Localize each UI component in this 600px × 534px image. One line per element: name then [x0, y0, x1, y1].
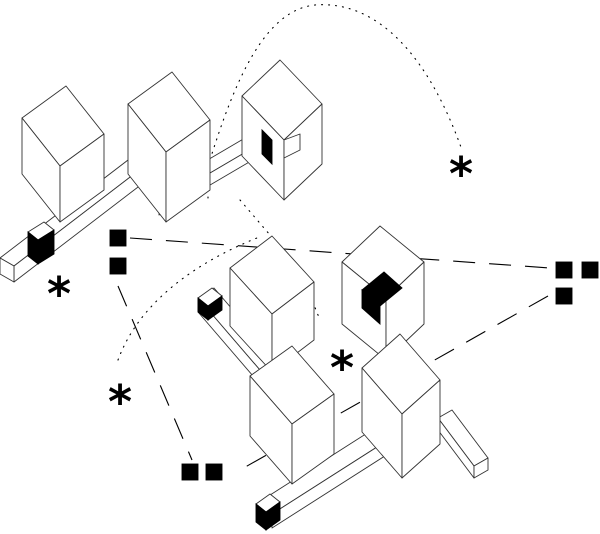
slot-notch: [283, 133, 301, 159]
inset-black-face: [361, 288, 381, 326]
asterisk-mark: *: [449, 147, 473, 201]
marker-square: [555, 287, 573, 305]
marker-square: [181, 463, 199, 481]
asterisk-mark: *: [47, 267, 71, 321]
lower-block-front-left: [249, 345, 335, 485]
marker-square: [109, 229, 127, 247]
lower-cluster: [197, 225, 489, 531]
lower-black-cube-left: [197, 287, 223, 321]
upper-block-middle: [127, 71, 211, 223]
lower-black-cube-bottom: [255, 493, 281, 531]
upper-cluster: [0, 59, 323, 283]
asterisk-mark: *: [330, 341, 354, 395]
marker-square: [555, 261, 573, 279]
upper-black-cube: [27, 221, 55, 265]
marker-square: [109, 257, 127, 275]
lower-block-back-right: [341, 225, 425, 361]
asterisks: * * * *: [47, 147, 473, 429]
slot-shadow: [261, 128, 273, 166]
marker-square: [205, 463, 223, 481]
dashed-line-top: [129, 237, 551, 269]
lower-block-front-right: [361, 333, 441, 479]
lower-block-back-left: [229, 235, 315, 373]
dashed-line-left: [117, 285, 193, 461]
upper-block-left: [21, 85, 105, 223]
upper-block-right: [241, 59, 323, 201]
marker-square: [581, 261, 599, 279]
dotted-arc-top: [209, 4, 463, 161]
lower-bar-right: [437, 409, 489, 479]
asterisk-mark: *: [108, 375, 132, 429]
marker-squares: [109, 229, 599, 481]
